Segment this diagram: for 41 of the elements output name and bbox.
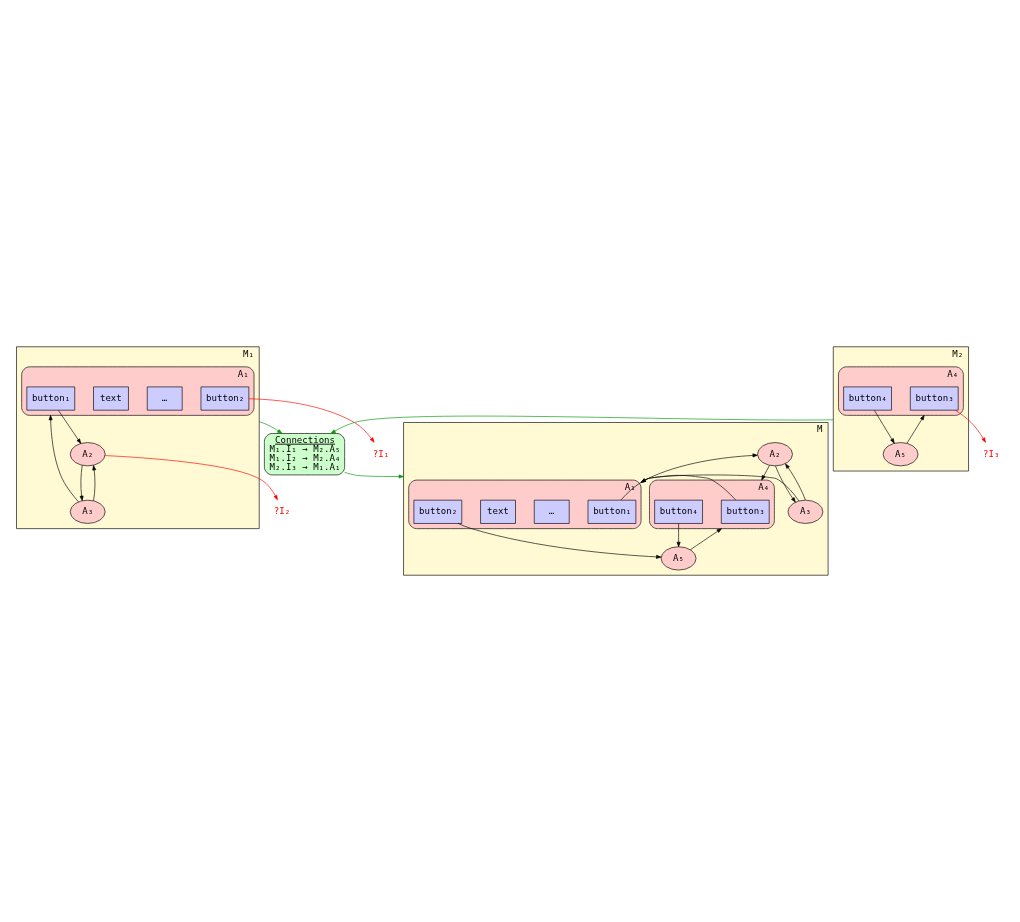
arrow <box>620 453 758 501</box>
arrow <box>906 415 925 444</box>
arrow <box>457 523 662 559</box>
arrow <box>48 415 79 503</box>
arrow <box>874 410 895 444</box>
arrow <box>690 528 722 551</box>
node-box: button₄ <box>654 499 703 524</box>
arrow <box>92 465 97 502</box>
node-box: button₁ <box>587 499 637 524</box>
node-box: button₁ <box>26 386 76 411</box>
arrow <box>640 474 800 502</box>
node-box: … <box>146 386 183 411</box>
node-box: text <box>93 386 129 411</box>
arrow <box>775 465 796 503</box>
arrow <box>640 475 736 501</box>
node-ellipse: A₃ <box>69 499 106 524</box>
node-ellipse: A₂ <box>69 442 106 467</box>
arrow <box>58 410 82 444</box>
node-box: button₄ <box>843 386 892 411</box>
arrow <box>676 523 681 547</box>
arrow <box>258 421 283 434</box>
arrow <box>104 455 278 501</box>
arrow <box>785 463 806 501</box>
node-box: Connections M₁.I₁ → M₂.A₅ M₁.I₂ → M₂.A₄ M₂.I₃ → M₁.A₁ <box>264 433 345 476</box>
node-ellipse: A₅ <box>882 442 919 467</box>
arrow <box>248 398 375 443</box>
node-text: ?I₃ <box>983 448 1000 459</box>
node-ellipse: A₅ <box>660 546 697 571</box>
arrow <box>344 472 404 479</box>
node-box: button₂ <box>200 386 250 411</box>
arrow <box>79 465 84 501</box>
arrow <box>955 409 986 443</box>
arrow <box>761 465 770 481</box>
node-box: button₃ <box>909 386 959 411</box>
node-box: button₂ <box>413 499 463 524</box>
node-box: text <box>480 499 516 524</box>
node-box: button₃ <box>721 499 770 524</box>
arrow <box>330 415 834 434</box>
node-text: ?I₂ <box>273 506 291 517</box>
node-text: ?I₁ <box>372 448 390 459</box>
node-box: … <box>533 499 570 524</box>
